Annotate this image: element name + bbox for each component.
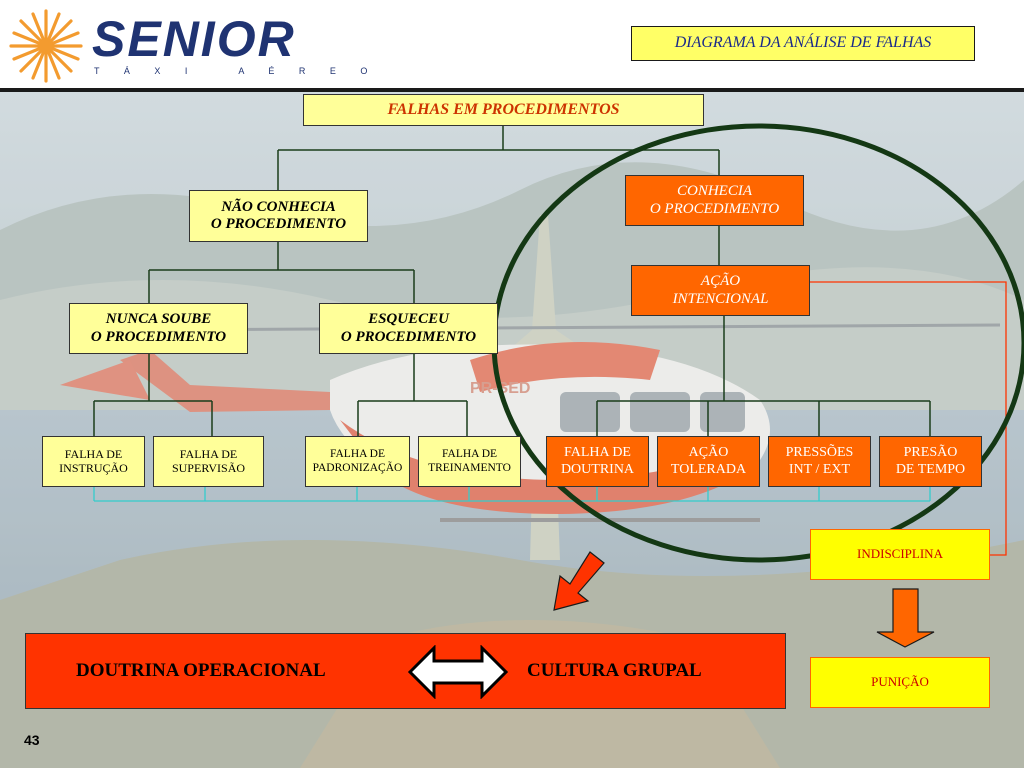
down-arrow-icon — [876, 588, 935, 648]
node-falha-padronizacao: FALHA DE PADRONIZAÇÃO — [305, 436, 410, 487]
node-presao-tempo: PRESÃO DE TEMPO — [879, 436, 982, 487]
banner-right-label: CULTURA GRUPAL — [527, 660, 702, 681]
slide-title: DIAGRAMA DA ANÁLISE DE FALHAS — [631, 26, 975, 61]
banner-left-label: DOUTRINA OPERACIONAL — [76, 660, 326, 681]
node-falha-instrucao: FALHA DE INSTRUÇÃO — [42, 436, 145, 487]
page-number: 43 — [24, 732, 40, 748]
node-indisciplina: INDISCIPLINA — [810, 529, 990, 580]
node-punicao: PUNIÇÃO — [810, 657, 990, 708]
node-falha-treinamento: FALHA DE TREINAMENTO — [418, 436, 521, 487]
node-pressoes: PRESSÕES INT / EXT — [768, 436, 871, 487]
node-conhecia: CONHECIA O PROCEDIMENTO — [625, 175, 804, 226]
node-nunca-soube: NUNCA SOUBE O PROCEDIMENTO — [69, 303, 248, 354]
node-falhas-em-procedimentos: FALHAS EM PROCEDIMENTOS — [303, 94, 704, 126]
node-falha-doutrina: FALHA DE DOUTRINA — [546, 436, 649, 487]
culture-banner: DOUTRINA OPERACIONAL CULTURA GRUPAL — [25, 633, 786, 709]
double-arrow-icon — [408, 645, 508, 699]
tree-connectors — [93, 126, 931, 436]
brand-wordmark: SENIOR — [92, 11, 296, 67]
node-acao-intencional: AÇÃO INTENCIONAL — [631, 265, 810, 316]
sun-logo-icon — [9, 9, 83, 83]
node-acao-tolerada: AÇÃO TOLERADA — [657, 436, 760, 487]
header-bar: SENIOR T Á X I A É R E O DIAGRAMA DA ANÁ… — [0, 0, 1024, 92]
node-falha-supervisao: FALHA DE SUPERVISÃO — [153, 436, 264, 487]
cyan-bracket — [93, 487, 931, 502]
node-nao-conhecia: NÃO CONHECIA O PROCEDIMENTO — [189, 190, 368, 242]
node-esqueceu: ESQUECEU O PROCEDIMENTO — [319, 303, 498, 354]
diagonal-arrow-icon — [553, 551, 605, 611]
red-link-line — [810, 281, 1007, 556]
